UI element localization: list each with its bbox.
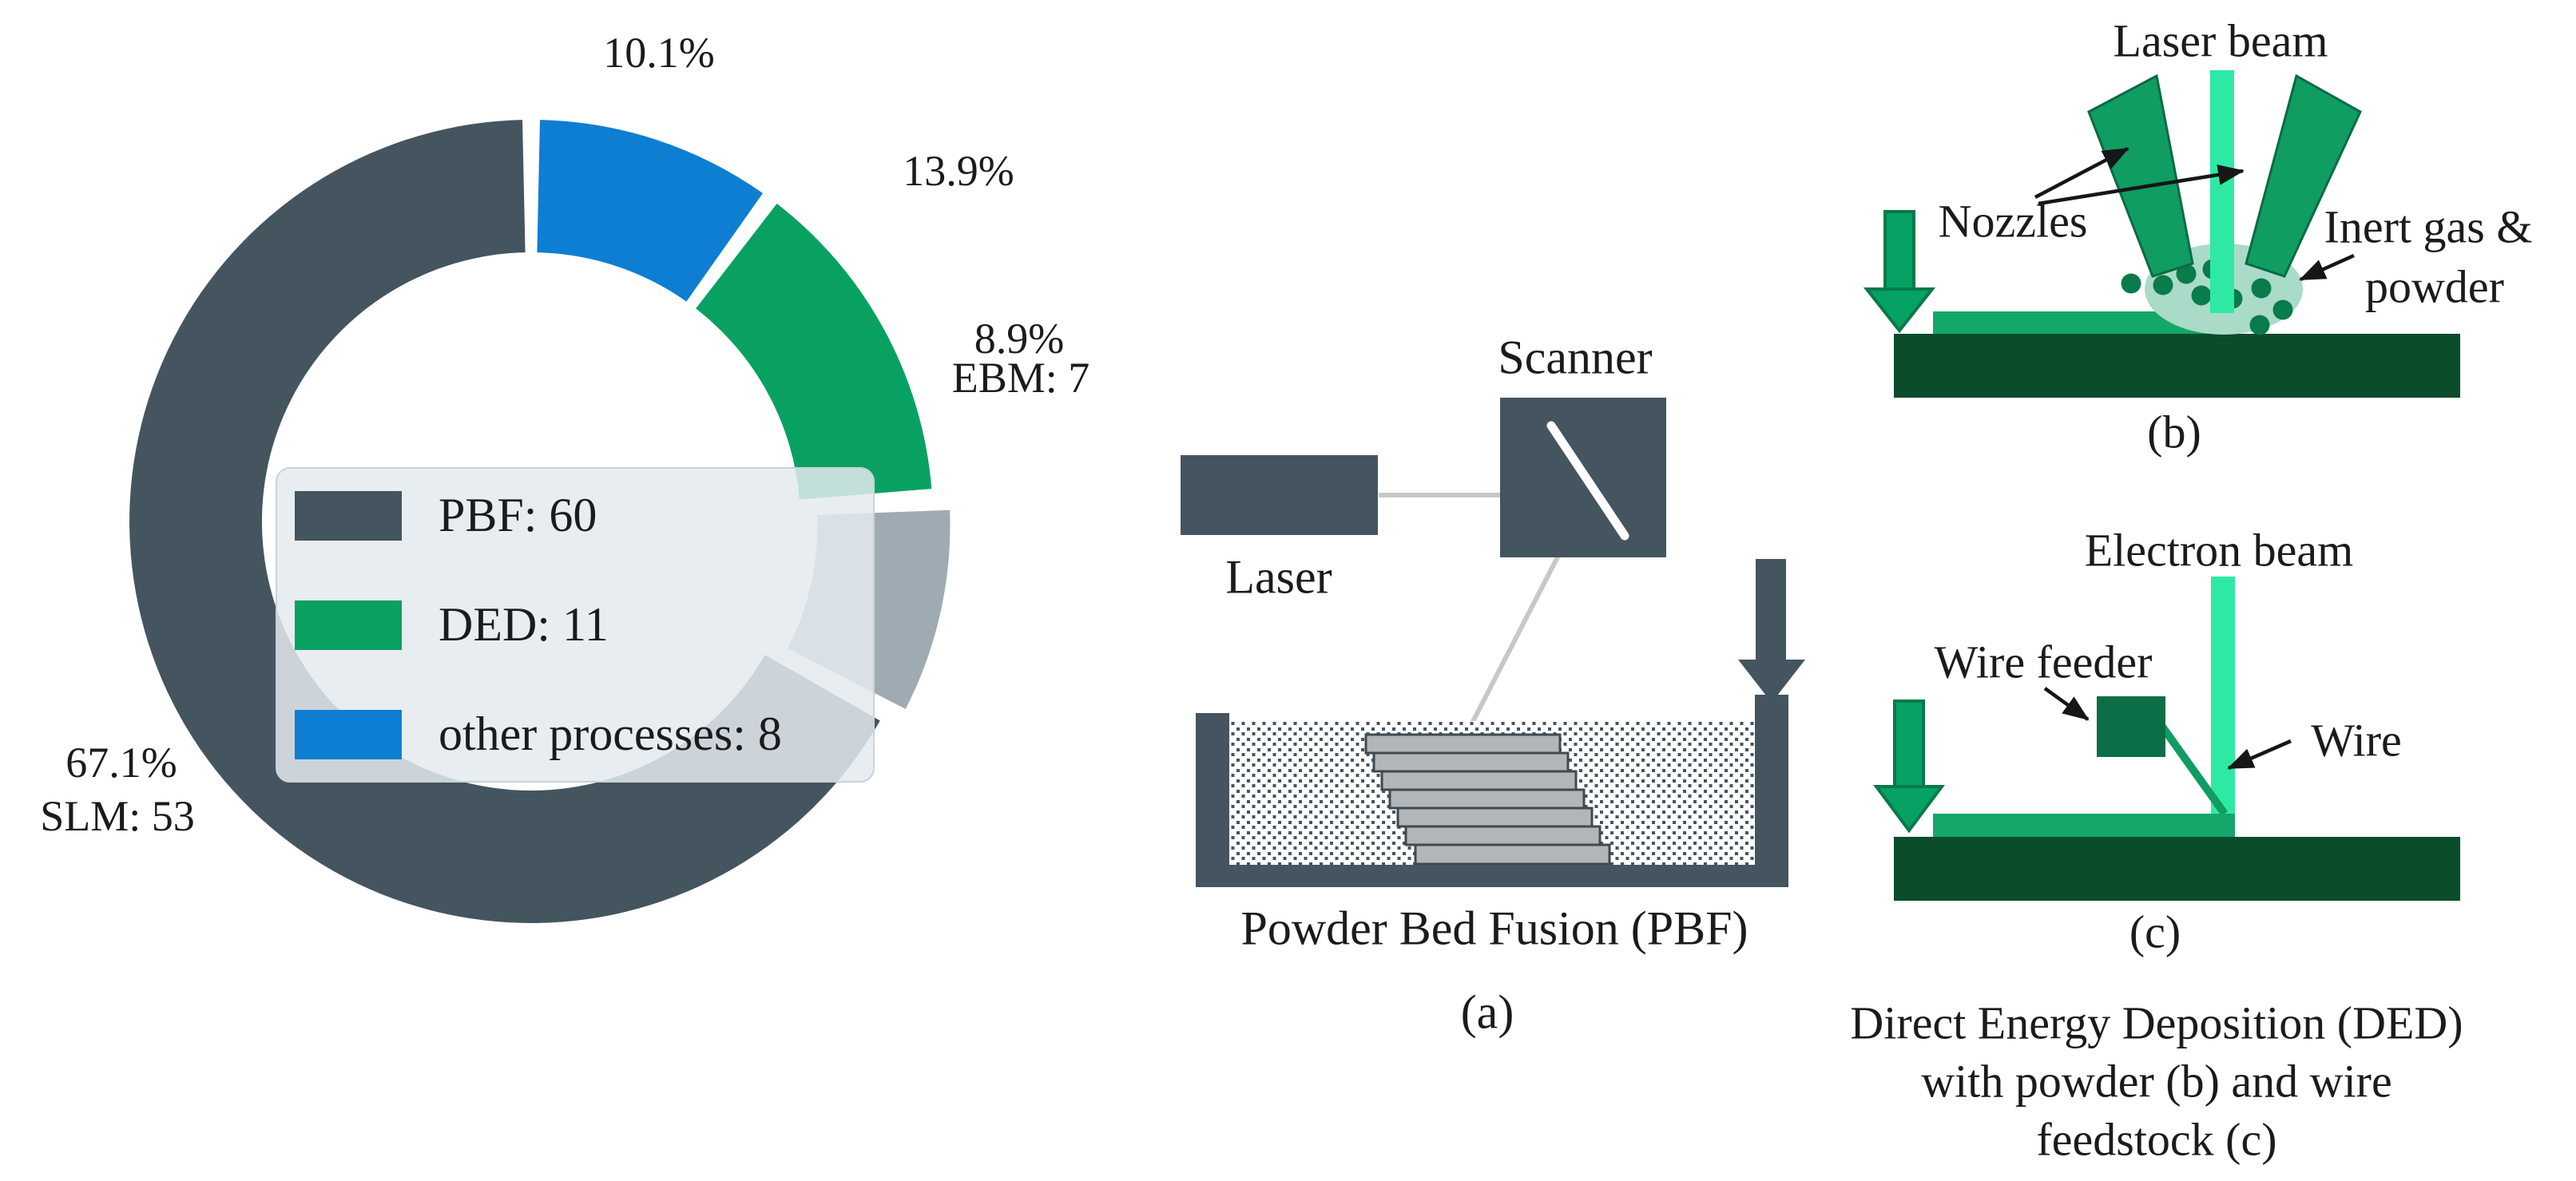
nozzles-arrow-right bbox=[2038, 164, 2245, 206]
inert-gas-arrow bbox=[2299, 253, 2355, 282]
legend-label-pbf: PBF: 60 bbox=[439, 489, 597, 541]
legend-swatch-pbf bbox=[295, 490, 402, 541]
powder-container bbox=[1196, 695, 1788, 887]
pie-label-ebm-count: EBM: 7 bbox=[951, 353, 1090, 402]
pie-slice-DED bbox=[696, 204, 932, 500]
pie-label-ded-pct: 13.9% bbox=[903, 146, 1014, 195]
diagram-c-ded-wire bbox=[1873, 577, 2460, 901]
scanner-mirror bbox=[1546, 421, 1629, 541]
diagram-a-caption: Powder Bed Fusion (PBF) bbox=[1240, 902, 1748, 955]
diagram-a-pbf bbox=[1181, 398, 1805, 887]
wire-feeder-box bbox=[2097, 696, 2165, 757]
pie-label-slm-count: SLM: 53 bbox=[40, 791, 195, 840]
laser-beam-strip bbox=[2210, 70, 2234, 313]
platform-down-arrow-icon bbox=[1738, 559, 1805, 703]
wire-line bbox=[2158, 724, 2229, 816]
laser-label: Laser bbox=[1225, 550, 1332, 604]
nozzles-arrow-left bbox=[2034, 147, 2129, 199]
wire-arrow bbox=[2227, 739, 2292, 771]
diagram-b-tag: (b) bbox=[2147, 406, 2201, 458]
pie-label-other-pct: 10.1% bbox=[603, 28, 715, 77]
substrate-b bbox=[1894, 334, 2460, 398]
wire-feeder-label: Wire feeder bbox=[1934, 636, 2153, 688]
laser-box bbox=[1181, 455, 1378, 535]
powder-particles bbox=[2121, 259, 2293, 335]
substrate-c bbox=[1894, 837, 2460, 901]
scanner-label: Scanner bbox=[1498, 331, 1653, 384]
laser-beam-label: Laser beam bbox=[2113, 14, 2328, 67]
nozzles-label: Nozzles bbox=[1938, 195, 2088, 248]
wire-label: Wire bbox=[2311, 714, 2402, 767]
printed-layers bbox=[1364, 733, 1611, 866]
figure-caption-line3: feedstock (c) bbox=[2036, 1113, 2277, 1166]
inert-gas-label-line1: Inert gas & bbox=[2324, 200, 2533, 253]
diagram-c-tag: (c) bbox=[2129, 906, 2181, 958]
wire-feeder-arrow bbox=[2043, 687, 2090, 721]
travel-down-arrow-c-icon bbox=[1873, 699, 1945, 834]
legend-label-ded: DED: 11 bbox=[439, 598, 609, 651]
electron-beam-strip bbox=[2211, 577, 2235, 816]
legend-swatch-ded bbox=[295, 600, 402, 650]
electron-beam-label: Electron beam bbox=[2084, 524, 2354, 577]
pie-slice-other-processes bbox=[537, 120, 763, 302]
inert-gas-label-line2: powder bbox=[2365, 260, 2504, 313]
pie-label-slm-pct: 67.1% bbox=[65, 738, 177, 787]
legend-label-other: other processes: 8 bbox=[439, 707, 782, 760]
legend-item-pbf: PBF: 60 bbox=[295, 488, 873, 543]
legend-item-ded: DED: 11 bbox=[295, 597, 873, 652]
legend-swatch-other bbox=[295, 709, 402, 759]
figure-caption-line1: Direct Energy Deposition (DED) bbox=[1850, 997, 2463, 1049]
legend-item-other: other processes: 8 bbox=[295, 707, 873, 762]
pie-legend: PBF: 60 DED: 11 other processes: 8 bbox=[276, 467, 875, 783]
diagram-b-ded-powder bbox=[1863, 70, 2460, 398]
right-nozzle bbox=[2245, 73, 2362, 278]
left-nozzle bbox=[2087, 73, 2194, 278]
figure-caption-line2: with powder (b) and wire bbox=[1921, 1055, 2392, 1108]
travel-down-arrow-b-icon bbox=[1863, 210, 1936, 334]
pie-label-ebm-pct: 8.9% bbox=[974, 314, 1065, 363]
diagram-a-tag: (a) bbox=[1460, 985, 1514, 1039]
deposit-layer-c bbox=[1933, 814, 2235, 838]
